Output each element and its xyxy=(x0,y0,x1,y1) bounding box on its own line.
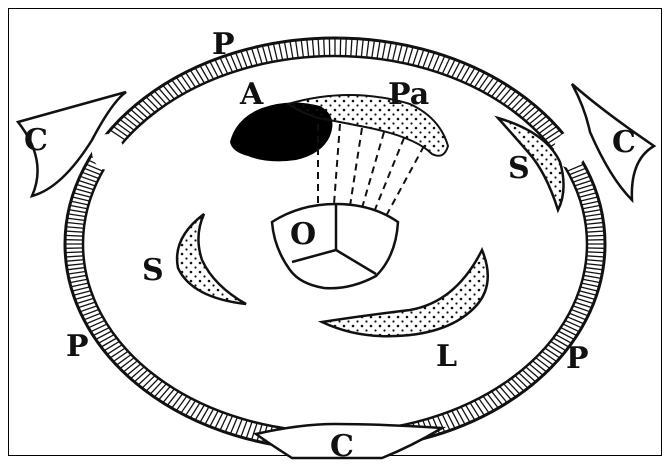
label-s-right: S xyxy=(508,151,530,186)
label-l: L xyxy=(436,339,457,374)
sepal-left xyxy=(177,214,246,304)
label-s-left: S xyxy=(142,253,164,288)
label-c-bottom: C xyxy=(330,429,354,464)
label-p-top: P xyxy=(212,27,235,62)
label-p-left: P xyxy=(66,329,89,364)
label-c-right: C xyxy=(612,125,636,160)
label-p-right: P xyxy=(566,341,589,376)
label-pa: Pa xyxy=(388,77,429,112)
label-o: O xyxy=(290,217,316,252)
label-c-left: C xyxy=(24,123,48,158)
label-a: A xyxy=(239,77,264,112)
